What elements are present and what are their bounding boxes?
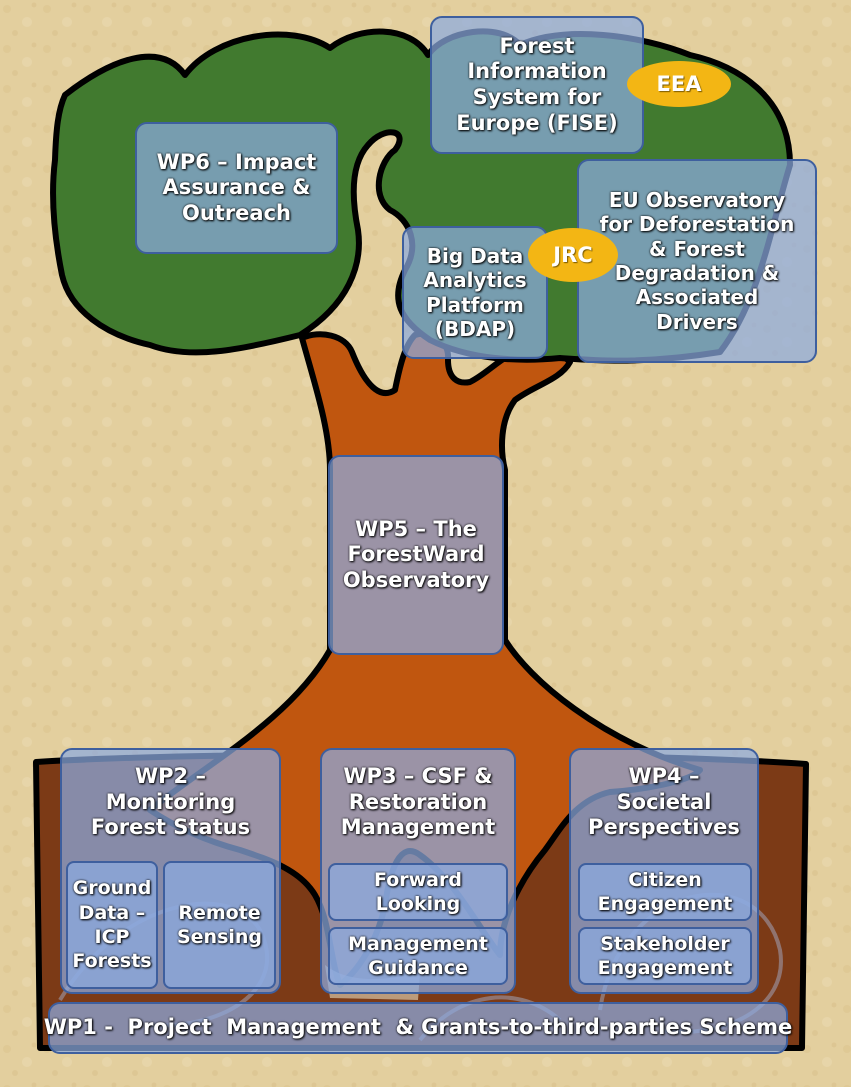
wp6-label: WP6 – Impact Assurance & Outreach (156, 149, 317, 225)
wp2-item-remote-sensing-label: Remote Sensing (176, 901, 263, 948)
eea-label: EEA (656, 72, 702, 96)
fise-label: Forest Information System for Europe (FI… (456, 33, 618, 135)
eu-observatory-box: EU Observatory for Deforestation & Fores… (577, 159, 817, 363)
wp3-item-management-guidance: Management Guidance (328, 927, 508, 985)
wp4-item-citizen-engagement-label: Citizen Engagement (597, 868, 733, 915)
wp2-item-remote-sensing: Remote Sensing (163, 861, 276, 989)
wp4-item-stakeholder-engagement: Stakeholder Engagement (578, 927, 752, 985)
wp4-title: WP4 – Societal Perspectives (588, 764, 740, 840)
wp3-item-forward-looking: Forward Looking (328, 863, 508, 921)
wp2-item-ground-data: Ground Data – ICP Forests (66, 861, 158, 989)
eu-observatory-label: EU Observatory for Deforestation & Fores… (599, 187, 795, 334)
wp2-title: WP2 – Monitoring Forest Status (90, 764, 251, 840)
bdap-label: Big Data Analytics Platform (BDAP) (423, 243, 527, 341)
wp3-title: WP3 – CSF & Restoration Management (340, 764, 496, 840)
wp2-item-ground-data-label: Ground Data – ICP Forests (72, 877, 152, 973)
jrc-badge: JRC (528, 228, 618, 282)
jrc-label: JRC (553, 243, 593, 267)
wp4-item-stakeholder-engagement-label: Stakeholder Engagement (597, 932, 733, 979)
wp1-box: WP1 - Project Management & Grants-to-thi… (44, 1002, 792, 1054)
wp1-label: WP1 - Project Management & Grants-to-thi… (43, 1015, 793, 1040)
wp5-label: WP5 – The ForestWard Observatory (342, 516, 490, 592)
wp5-box: WP5 – The ForestWard Observatory (328, 455, 504, 655)
wp3-item-management-guidance-label: Management Guidance (348, 932, 488, 979)
wp6-box: WP6 – Impact Assurance & Outreach (135, 122, 338, 254)
wp4-item-citizen-engagement: Citizen Engagement (578, 863, 752, 921)
fise-box: Forest Information System for Europe (FI… (430, 16, 644, 154)
bdap-box: Big Data Analytics Platform (BDAP) (402, 226, 548, 359)
eea-badge: EEA (627, 61, 731, 107)
wp3-item-forward-looking-label: Forward Looking (374, 868, 462, 915)
